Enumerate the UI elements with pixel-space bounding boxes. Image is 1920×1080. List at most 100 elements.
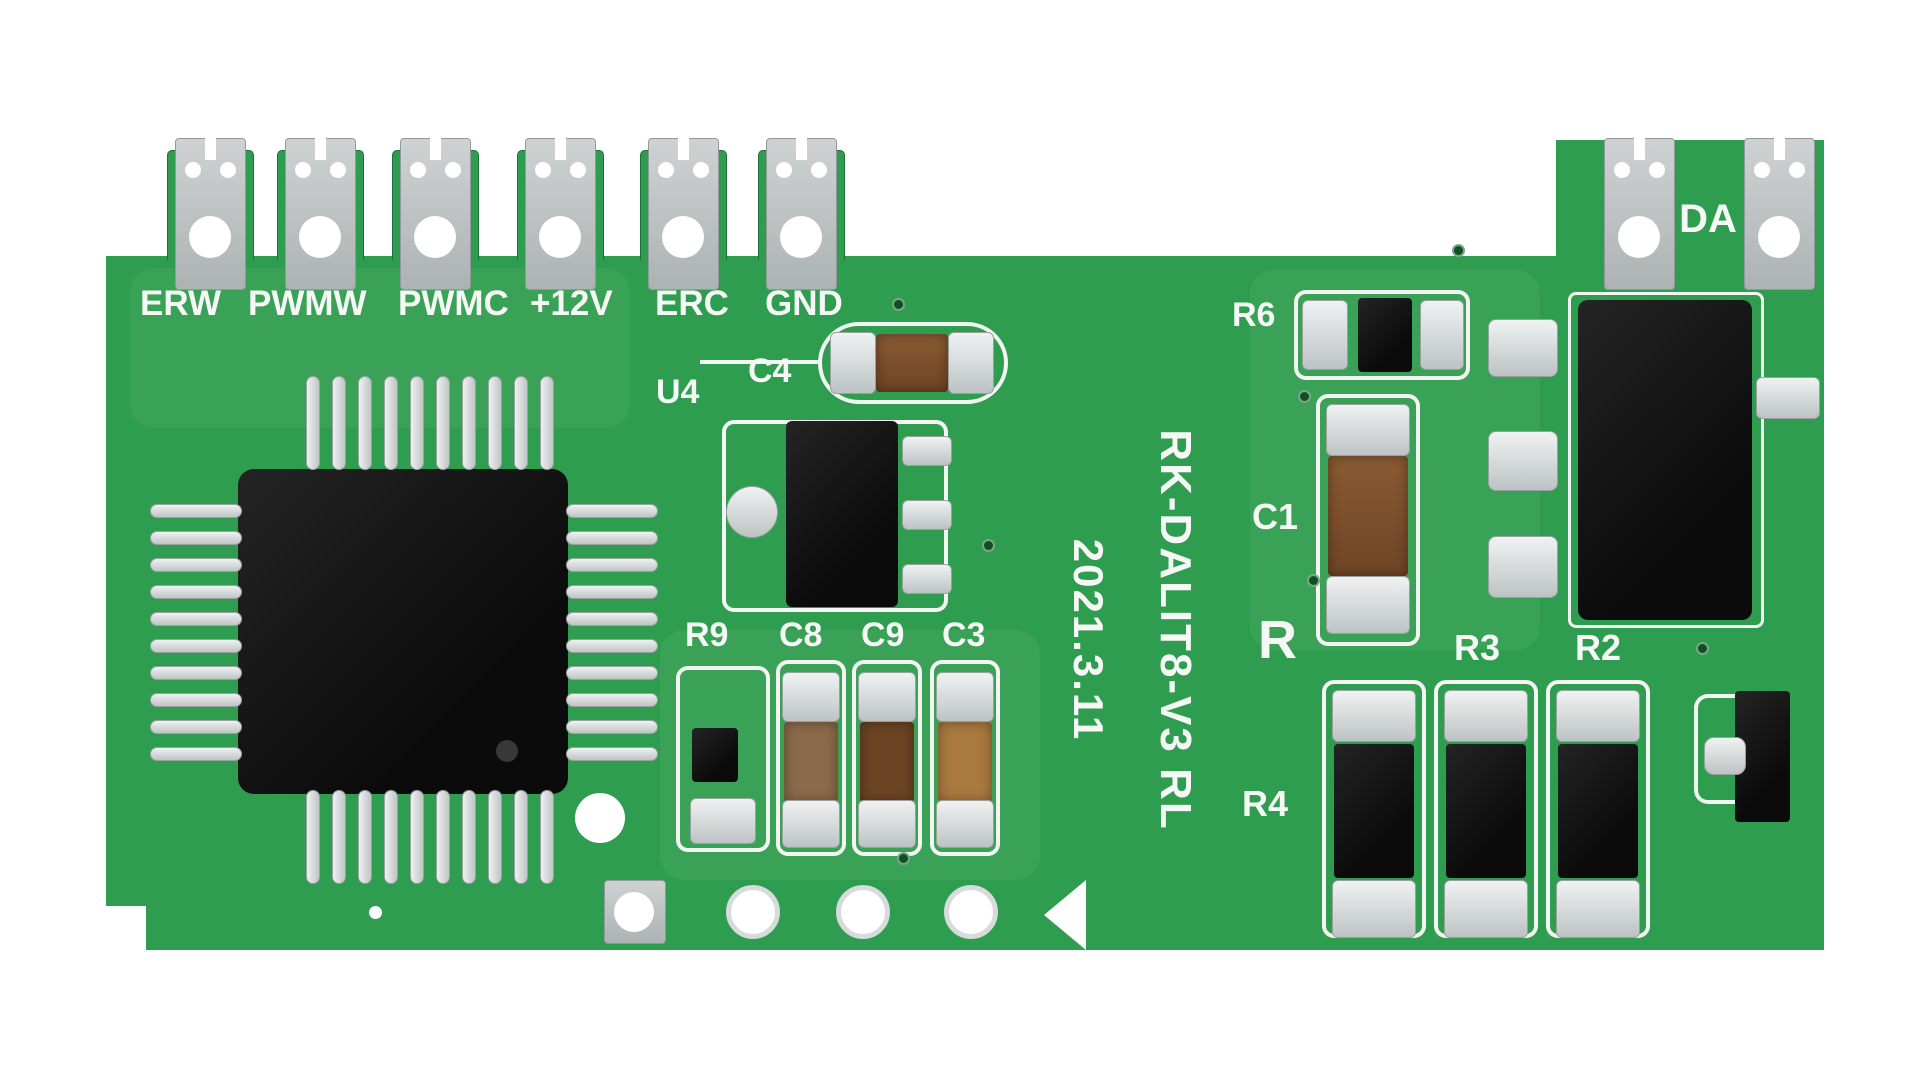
terminal-pad [525, 138, 596, 290]
r-label: R [1258, 610, 1297, 670]
ic-pin [306, 376, 320, 470]
ic-pin [514, 376, 528, 470]
ic-pin [488, 376, 502, 470]
terminal-pad [648, 138, 719, 290]
terminal-pad [400, 138, 471, 290]
c1-label: C1 [1252, 496, 1299, 537]
via [982, 539, 995, 552]
c1-terminal [1326, 404, 1410, 456]
r9-pad [690, 798, 756, 844]
resistor-body [1558, 744, 1638, 878]
c8-terminal [782, 672, 840, 722]
ic-pin [566, 531, 658, 545]
r6-silkscreen-outline [1294, 290, 1470, 380]
ic-pin [566, 504, 658, 518]
solder-pad [1488, 536, 1558, 598]
terminal-label: PWMW [248, 284, 367, 323]
pad-hole-small [185, 162, 201, 178]
pad-hole-small [1754, 162, 1770, 178]
pad-hole-small [658, 162, 674, 178]
terminal-label: ERW [140, 284, 222, 323]
pad-hole-large [539, 216, 581, 258]
terminal-pad [175, 138, 246, 290]
c4-silkscreen-outline [818, 322, 1008, 404]
c9-terminal [858, 672, 916, 722]
via [1452, 244, 1465, 257]
ic-pin [384, 790, 398, 884]
pad-hole-small [445, 162, 461, 178]
solder-pad [1488, 431, 1558, 491]
r9-label: R9 [685, 616, 729, 654]
r6-label: R6 [1232, 296, 1276, 334]
u4-pad [902, 564, 952, 594]
c1-terminal [1326, 576, 1410, 634]
u4-pad [902, 436, 952, 466]
pad-hole-small [1614, 162, 1630, 178]
ic-pin [150, 504, 242, 518]
terminal-pad [766, 138, 837, 290]
pad-notch [1634, 138, 1645, 160]
via [897, 852, 910, 865]
ic-pin [566, 639, 658, 653]
terminal-pad [285, 138, 356, 290]
pad-hole-small [410, 162, 426, 178]
resistor-body [1334, 744, 1414, 878]
ic-pin [540, 376, 554, 470]
via [1307, 574, 1320, 587]
ic-pin [358, 790, 372, 884]
small-component-silkscreen-bracket [1694, 694, 1738, 804]
ic-pin [566, 585, 658, 599]
c4-terminal [948, 332, 994, 394]
ic-pin [566, 612, 658, 626]
ic-pin [410, 790, 424, 884]
c9-label: C9 [861, 616, 905, 654]
pad-notch [796, 138, 807, 160]
ic-pin [150, 666, 242, 680]
ic-pin [566, 693, 658, 707]
terminal-label: GND [765, 284, 843, 323]
c9-capacitor-body [860, 722, 914, 802]
c3-terminal [936, 672, 994, 722]
pad-hole-large [662, 216, 704, 258]
resistor-body [1446, 744, 1526, 878]
ic-pin [332, 376, 346, 470]
resistor-terminal [1556, 690, 1640, 742]
power-ic-silkscreen-outline [1568, 292, 1764, 628]
c1-capacitor-body [1328, 456, 1408, 576]
ic-pin [488, 790, 502, 884]
terminal-pad [1744, 138, 1815, 290]
r6-chip [1358, 298, 1412, 372]
pad-notch [555, 138, 566, 160]
ic-pin [358, 376, 372, 470]
model-number-text: RK-DALIT8-V3 RL [1151, 429, 1200, 831]
c3-silkscreen-outline [930, 660, 1000, 856]
terminal-label: +12V [530, 284, 613, 323]
c4-capacitor-body [876, 334, 948, 392]
resistor-terminal [1444, 690, 1528, 742]
pad-hole-small [811, 162, 827, 178]
ic-pin [410, 376, 424, 470]
pad-hole-small [693, 162, 709, 178]
plated-hole [836, 885, 890, 939]
pad-notch [430, 138, 441, 160]
small-test-point [369, 906, 382, 919]
pad-notch [678, 138, 689, 160]
pad-hole-large [299, 216, 341, 258]
ic-pin [384, 376, 398, 470]
r6-terminal [1302, 300, 1348, 370]
r3-label: R3 [1454, 627, 1501, 668]
ic-pin [566, 558, 658, 572]
r4-label: R4 [1242, 783, 1289, 824]
ic-pin [150, 747, 242, 761]
u4-pad [902, 500, 952, 530]
pad-notch [315, 138, 326, 160]
resistor-terminal [1556, 880, 1640, 938]
via [892, 298, 905, 311]
pad-hole-large [1618, 216, 1660, 258]
ic-pin [150, 693, 242, 707]
ic-pin [462, 376, 476, 470]
ic-pin [332, 790, 346, 884]
pad-hole-large [1758, 216, 1800, 258]
ic-pin [306, 790, 320, 884]
c9-silkscreen-outline [852, 660, 922, 856]
